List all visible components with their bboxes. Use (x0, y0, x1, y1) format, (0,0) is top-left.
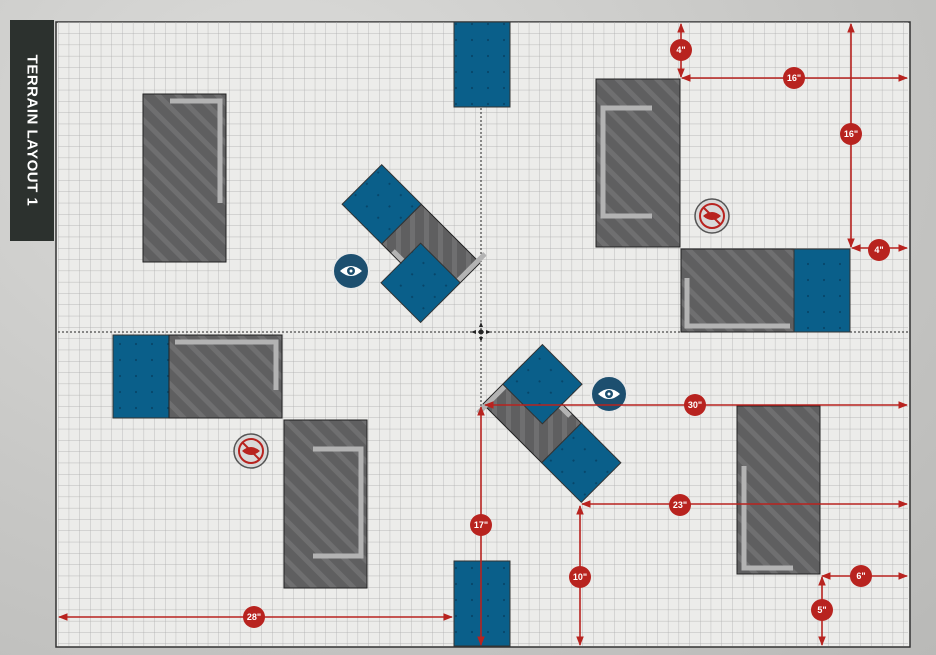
svg-text:28": 28" (247, 612, 261, 622)
svg-text:6": 6" (856, 571, 865, 581)
container-bottom (453, 560, 511, 647)
svg-text:16": 16" (844, 129, 858, 139)
measure-badge: 17" (470, 514, 492, 536)
measure-badge: 5" (811, 599, 833, 621)
svg-text:30": 30" (688, 400, 702, 410)
ruin-top-right (595, 78, 681, 248)
container-right (793, 248, 851, 333)
measure-badge: 4" (868, 239, 890, 261)
svg-text:16": 16" (787, 73, 801, 83)
eye-crossed-icon (233, 433, 269, 469)
measure-badge: 16" (840, 123, 862, 145)
svg-text:17": 17" (474, 520, 488, 530)
container-left (112, 334, 170, 419)
eye-crossed-icon (694, 198, 730, 234)
svg-text:23": 23" (673, 500, 687, 510)
eye-icon (332, 252, 370, 290)
measure-badge: 10" (569, 566, 591, 588)
measure-badge: 6" (850, 565, 872, 587)
title-tab (10, 20, 54, 241)
container-chevron-right-a (540, 422, 622, 503)
measure-badge: 16" (783, 67, 805, 89)
measure-badge: 28" (243, 606, 265, 628)
ruin-left-middle (112, 334, 283, 419)
ruin-top-left (142, 93, 227, 263)
svg-text:10": 10" (573, 572, 587, 582)
ruin-bottom-right (736, 405, 821, 575)
container-top (453, 21, 511, 108)
ruin-bottom-left (283, 419, 368, 589)
measure-badge: 30" (684, 394, 706, 416)
container-chevron-left-c (380, 242, 461, 324)
eye-icon (590, 375, 628, 413)
svg-text:4": 4" (676, 45, 685, 55)
container-chevron-left-a (341, 164, 423, 245)
measure-badge: 23" (669, 494, 691, 516)
ruin-chevron-left-arm (380, 242, 461, 324)
crosshair-icon (471, 322, 491, 342)
svg-text:5": 5" (817, 605, 826, 615)
measure-badge: 4" (670, 39, 692, 61)
svg-text:4": 4" (874, 245, 883, 255)
ruin-right-middle (680, 248, 851, 333)
